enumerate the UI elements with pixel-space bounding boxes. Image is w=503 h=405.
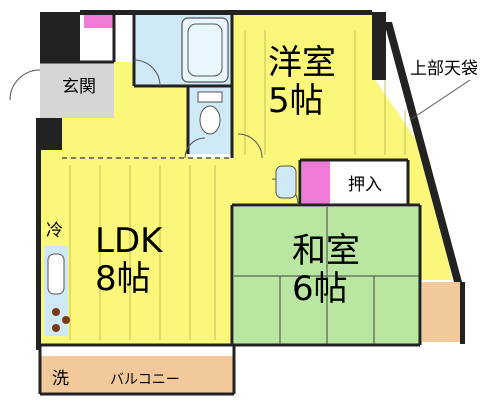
balcony-label: バルコニー <box>110 372 180 388</box>
burner-1 <box>52 308 60 316</box>
burner-2 <box>62 316 70 324</box>
western-room-name: 洋室 <box>268 43 336 83</box>
washer-label: 洗 <box>52 369 69 389</box>
wall-top <box>80 10 232 15</box>
ldk-room-size: 8帖 <box>95 259 151 299</box>
western-room-size: 5帖 <box>268 81 324 121</box>
sink <box>47 253 65 295</box>
oshiire-floor <box>330 163 408 203</box>
closet-label: 押入 <box>348 175 382 195</box>
wall-diagonal <box>384 22 462 282</box>
ldk-room-name: LDK <box>95 221 164 261</box>
wall-top-left <box>40 12 80 62</box>
toilet-tank <box>197 91 223 103</box>
toilet-bowl <box>199 105 221 135</box>
tatami-lines <box>234 207 420 345</box>
bathtub-inner <box>187 23 223 77</box>
wall-right-lower <box>460 282 465 344</box>
right-balcony <box>422 282 462 342</box>
partitions <box>38 14 422 396</box>
storage-leader-line <box>409 79 471 121</box>
walls <box>36 10 465 350</box>
entrance-floor <box>40 62 114 118</box>
doors <box>9 59 299 206</box>
wall-left <box>36 118 41 350</box>
floor-hatch <box>69 30 406 340</box>
entrance-label: 玄関 <box>62 77 96 97</box>
upper-storage-label: 上部天袋 <box>410 59 478 79</box>
japanese-room-size: 6帖 <box>292 269 348 309</box>
japanese-room-name: 和室 <box>292 231 360 271</box>
wall-right-post <box>372 12 386 80</box>
fridge-label: 冷 <box>46 221 63 241</box>
pink-box-mid <box>302 160 330 205</box>
burner-3 <box>52 324 60 332</box>
pink-box-top <box>84 14 114 28</box>
hall-floor-3 <box>134 86 188 158</box>
wall-top-right <box>232 10 372 15</box>
bathtub <box>181 17 229 83</box>
western-room-floor <box>232 14 430 160</box>
balcony-floor <box>40 356 234 394</box>
wall-left-block <box>40 118 62 150</box>
closet-side-floor <box>408 160 452 280</box>
fridge-box <box>275 165 297 199</box>
